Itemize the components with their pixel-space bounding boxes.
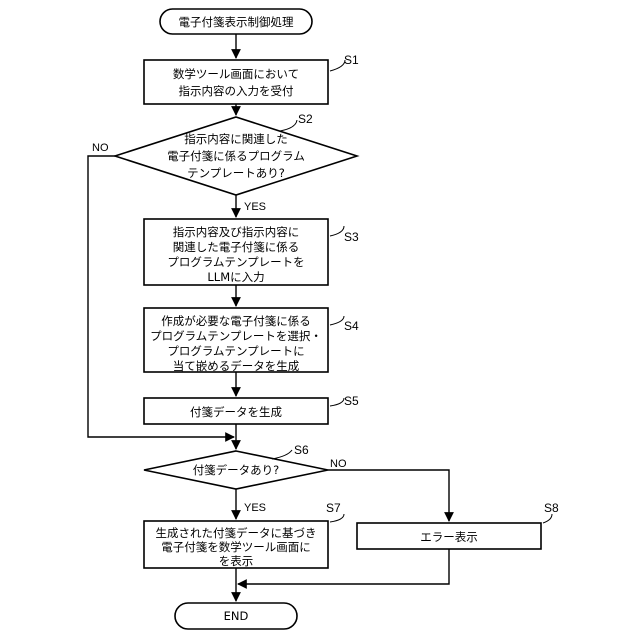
end-label: END [224, 609, 249, 623]
branch-s6-no-label: NO [330, 458, 347, 470]
step-s1-id: S1 [344, 53, 359, 67]
step-s3-line-4: LLMに入力 [207, 270, 264, 284]
step-s5-line-1: 付箋データを生成 [190, 405, 282, 419]
step-s7-leader [330, 514, 344, 522]
step-s5-id: S5 [344, 394, 359, 408]
step-s1-line-2: 指示内容の入力を受付 [179, 84, 294, 98]
step-s1-box: 数学ツール画面において 指示内容の入力を受付 [144, 60, 328, 104]
step-s7-box: 生成された付箋データに基づき 電子付箋を数学ツール画面に を表示 [144, 521, 328, 568]
step-s4-line-1: 作成が必要な電子付箋に係る [161, 314, 311, 328]
step-s8-line-1: エラー表示 [420, 530, 478, 544]
step-s7-line-1: 生成された付箋データに基づき [156, 526, 317, 540]
step-s5-box: 付箋データを生成 [144, 398, 328, 424]
connector-s2-no [88, 156, 234, 437]
connector-s6-no [328, 470, 449, 521]
step-s7-id: S7 [326, 501, 341, 515]
step-s5-leader [330, 398, 344, 406]
step-s1-line-1: 数学ツール画面において [173, 67, 299, 81]
step-s6-leader [272, 450, 292, 459]
branch-s6-yes-label: YES [244, 502, 266, 514]
step-s4-box: 作成が必要な電子付箋に係る プログラムテンプレートを選択・ プログラムテンプレー… [144, 308, 328, 373]
step-s2-leader [280, 120, 297, 131]
step-s7-line-2: 電子付箋を数学ツール画面に [161, 540, 311, 554]
step-s2-id: S2 [298, 112, 313, 126]
step-s4-line-3: プログラムテンプレートに [167, 344, 304, 358]
step-s8-leader [543, 514, 552, 523]
step-s7-line-3: を表示 [219, 554, 254, 568]
step-s3-line-1: 指示内容及び指示内容に [173, 225, 300, 239]
step-s8-box: エラー表示 [357, 523, 541, 549]
step-s3-id: S3 [344, 230, 359, 244]
step-s6-line-1: 付箋データあり? [193, 463, 280, 477]
step-s2-line-1: 指示内容に関連した [184, 132, 288, 146]
branch-s2-no-label: NO [92, 142, 109, 154]
end-terminal: END [175, 603, 297, 629]
step-s2-line-3: テンプレートあり? [187, 166, 285, 180]
branch-s2-yes-label: YES [244, 201, 266, 213]
step-s4-line-2: プログラムテンプレートを選択・ [150, 329, 322, 343]
step-s2-decision: 指示内容に関連した 電子付箋に係るプログラム テンプレートあり? [115, 117, 357, 195]
start-label: 電子付箋表示制御処理 [179, 15, 294, 29]
step-s8-id: S8 [544, 501, 559, 515]
step-s3-box: 指示内容及び指示内容に 関連した電子付箋に係る プログラムテンプレートを LLM… [144, 219, 328, 285]
step-s3-line-3: プログラムテンプレートを [167, 255, 304, 269]
step-s1-leader [330, 60, 345, 71]
step-s4-id: S4 [344, 319, 359, 333]
step-s2-line-2: 電子付箋に係るプログラム [167, 149, 305, 163]
step-s3-line-2: 関連した電子付箋に係る [173, 240, 300, 254]
start-terminal: 電子付箋表示制御処理 [160, 9, 312, 34]
step-s6-id: S6 [294, 443, 309, 457]
step-s3-leader [330, 226, 344, 236]
step-s4-line-4: 当て嵌めるデータを生成 [173, 359, 300, 373]
step-s4-leader [330, 316, 344, 325]
